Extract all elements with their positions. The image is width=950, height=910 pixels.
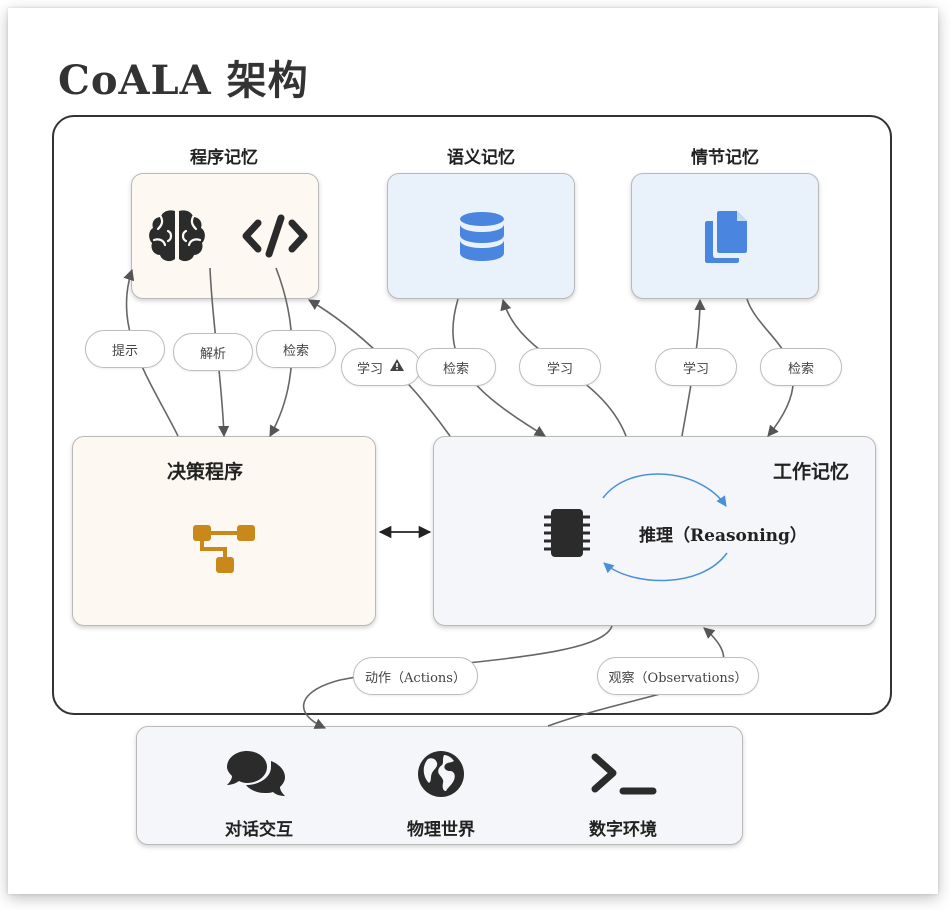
episodic-memory-box (631, 173, 819, 299)
page-title: CoALA 架构 (58, 57, 309, 104)
environment-box: 对话交互 物理世界 数字环境 (136, 726, 743, 845)
pill-learn-sem: 学习 (519, 348, 601, 386)
sitemap-icon (191, 521, 259, 583)
copy-icon (703, 209, 751, 269)
env-dialogue-label: 对话交互 (225, 820, 293, 840)
pill-actions: 动作（Actions） (353, 657, 478, 695)
procedural-memory-label: 程序记忆 (190, 148, 258, 168)
env-physical-label: 物理世界 (407, 820, 475, 840)
episodic-memory-label: 情节记忆 (691, 148, 759, 168)
env-digital-label: 数字环境 (589, 820, 657, 840)
reasoning-label: 推理（Reasoning） (639, 526, 807, 546)
decision-procedure-label: 决策程序 (167, 461, 244, 483)
globe-icon (416, 749, 466, 803)
pill-learn-proc: 学习 (341, 348, 421, 386)
pill-retrieve-sem: 检索 (416, 348, 496, 386)
terminal-icon (591, 753, 657, 801)
semantic-memory-box (387, 173, 575, 299)
warning-icon (389, 358, 405, 376)
semantic-memory-label: 语义记忆 (447, 148, 515, 168)
comments-icon (225, 749, 287, 803)
pill-parse: 解析 (173, 333, 253, 371)
reasoning-cycle-top (602, 473, 727, 507)
pill-learn-epi: 学习 (655, 348, 737, 386)
working-memory-box: 工作记忆 推理（Reasoning） (433, 436, 876, 626)
microchip-icon (542, 505, 592, 565)
pill-observations: 观察（Observations） (597, 657, 759, 695)
database-icon (458, 211, 506, 269)
brain-icon (146, 207, 208, 269)
agent-frame (52, 115, 892, 715)
working-memory-label: 工作记忆 (773, 461, 850, 483)
decision-procedure-box: 决策程序 (72, 436, 376, 626)
pill-retrieve-proc: 检索 (256, 330, 336, 368)
pill-retrieve-epi: 检索 (760, 348, 842, 386)
code-icon (242, 214, 308, 262)
pill-learn-proc-label: 学习 (356, 361, 383, 377)
pill-prompt: 提示 (85, 330, 165, 368)
procedural-memory-box (131, 173, 319, 299)
reasoning-cycle-bottom (603, 552, 728, 582)
